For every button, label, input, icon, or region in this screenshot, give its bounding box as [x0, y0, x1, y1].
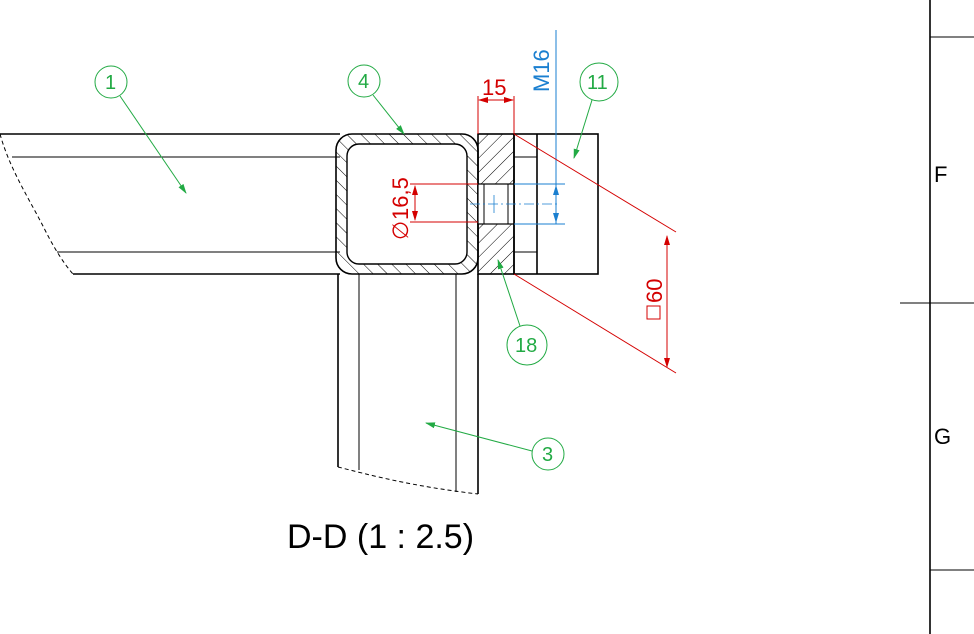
dimension-m16-text: M16 [529, 49, 554, 92]
dimension-diameter-text: 16,5 [388, 177, 413, 220]
balloon-4: 4 [347, 64, 405, 135]
svg-text:18: 18 [515, 335, 537, 357]
view-title: D-D (1 : 2.5) [287, 518, 474, 556]
svg-text:4: 4 [358, 71, 369, 93]
balloon-3: 3 [425, 422, 565, 471]
zone-label-f: F [934, 162, 947, 187]
square-symbol [646, 305, 661, 320]
dimension-15-text: 15 [482, 75, 506, 100]
dimension-diameter: ∅ 16,5 [388, 177, 478, 240]
dimension-15: 15 [477, 75, 515, 134]
center-lines [470, 195, 560, 213]
part-4-tube-section [335, 133, 479, 275]
border-frame [900, 0, 974, 634]
part-3-post [337, 274, 479, 495]
balloon-11: 11 [573, 62, 619, 159]
part-1-beam [0, 133, 340, 275]
dimension-square-60-text: 60 [642, 279, 667, 303]
svg-text:11: 11 [587, 72, 608, 94]
diameter-symbol: ∅ [388, 221, 413, 240]
dimension-m16: M16 [514, 30, 565, 225]
svg-text:3: 3 [542, 444, 553, 466]
dimension-square-60: 60 [513, 133, 677, 374]
svg-text:1: 1 [105, 72, 116, 94]
zone-label-g: G [934, 424, 951, 449]
balloon-18: 18 [497, 259, 548, 366]
balloon-1: 1 [94, 65, 187, 194]
